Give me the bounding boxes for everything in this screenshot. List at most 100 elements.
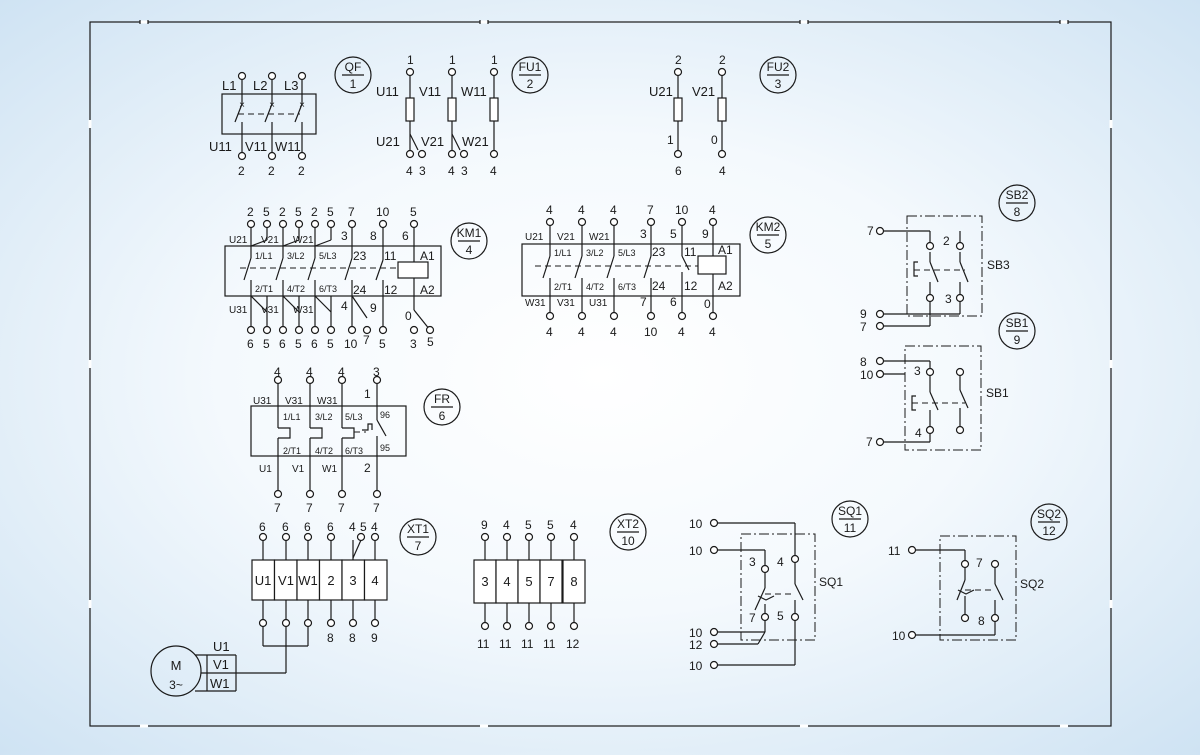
fu2-mid-pin: 0 — [711, 133, 718, 147]
sb1-label: SB1 — [986, 386, 1009, 400]
xt2-terminal-block: 9 4 5 5 4 3 4 5 7 8 11 11 11 11 12 XT2 1… — [473, 513, 647, 651]
motor-wire-u1: U1 — [213, 639, 230, 654]
xt2-pin: 4 — [503, 518, 510, 532]
qf-tag-num: 1 — [350, 77, 357, 91]
fr-wire: U31 — [253, 396, 272, 407]
km2-aux-term: 6 — [670, 295, 677, 309]
xt1-cell: U1 — [255, 573, 272, 588]
km2-contactor: 4 4 4 7 10 4 U21 V21 W21 1/L1 3/L2 5/L3 … — [521, 203, 787, 339]
fr-wire: V31 — [285, 396, 303, 407]
fr-pin: 7 — [274, 501, 281, 515]
fu1-top-u11: U11 — [376, 84, 399, 99]
fr-pin: 7 — [306, 501, 313, 515]
km1-pin: 2 — [311, 205, 318, 219]
fr-wire: W31 — [317, 396, 338, 407]
sb1-pin: 3 — [914, 364, 921, 378]
sb2-tag-num: 8 — [1014, 205, 1021, 219]
xt1-pin: 5 — [360, 520, 367, 534]
fu1-bottom-w21: W21 — [462, 134, 489, 149]
km2-wire: V31 — [557, 298, 575, 309]
qf-pin: 2 — [238, 164, 245, 178]
km2-pin: 10 — [675, 203, 689, 217]
km2-main-term: 6/T3 — [618, 282, 636, 292]
qf-pin: 2 — [298, 164, 305, 178]
km2-tag: KM2 5 — [749, 216, 787, 254]
km2-wire: W21 — [589, 232, 610, 243]
km1-aux-term: 0 — [405, 309, 412, 323]
km2-main-term: 5/L3 — [618, 248, 636, 258]
xt1-terminal-block: 6 6 6 6 4 5 4 U1 V1 W1 2 3 4 8 8 9 XT1 7 — [236, 518, 437, 674]
km2-pin: 4 — [610, 325, 617, 339]
xt2-pin: 11 — [477, 637, 490, 651]
xt2-tag-label: XT2 — [617, 517, 639, 531]
km1-wire: W21 — [293, 235, 314, 246]
fu1-top-w11: W11 — [461, 84, 487, 99]
km1-aux-term: 9 — [370, 301, 377, 315]
km2-aux-term: A2 — [718, 279, 733, 293]
fr-pin: 7 — [338, 501, 345, 515]
km1-aux-term: 11 — [384, 249, 397, 263]
km1-pin: 5 — [263, 205, 270, 219]
sb2-tag-label: SB2 — [1006, 188, 1029, 202]
sb1-tag-label: SB1 — [1006, 316, 1029, 330]
sq2-tag: SQ2 12 — [1030, 503, 1068, 541]
fu1-bottom-v21: V21 — [421, 134, 444, 149]
xt1-pin: 9 — [371, 631, 378, 645]
km2-aux-term: 7 — [640, 295, 647, 309]
fr-tag: FR 6 — [423, 388, 461, 426]
sb2-pin: 3 — [945, 292, 952, 306]
km1-aux-term: 24 — [353, 283, 367, 297]
fr-pin: 4 — [338, 365, 345, 379]
fr-aux-term: 2 — [364, 461, 371, 475]
fu1-tag-num: 2 — [527, 77, 534, 91]
xt2-pin: 12 — [566, 637, 580, 651]
fu2-mid-pin: 1 — [667, 133, 674, 147]
sq1-pin: 3 — [749, 555, 756, 569]
fu2-tag: FU2 3 — [759, 56, 797, 94]
xt2-pin: 4 — [570, 518, 577, 532]
km1-wire: U31 — [229, 305, 248, 316]
fu1-pin: 1 — [407, 53, 414, 67]
fr-main-term: 4/T2 — [315, 446, 333, 456]
km1-main-term: 6/T3 — [319, 284, 337, 294]
sq2-label: SQ2 — [1020, 577, 1044, 591]
km2-aux-term: 5 — [670, 227, 677, 241]
sb1-pin: 4 — [915, 426, 922, 440]
fr-wire: U1 — [259, 464, 272, 475]
km2-aux-term: A1 — [718, 243, 733, 257]
km1-aux-term: 23 — [353, 249, 367, 263]
fu1-pin: 3 — [461, 164, 468, 178]
fr-pin: 7 — [373, 501, 380, 515]
svg-text:×: × — [269, 100, 275, 111]
fr-aux-term: 1 — [364, 387, 371, 401]
qf-top-l3: L3 — [284, 78, 298, 93]
fu2-tag-label: FU2 — [767, 60, 790, 74]
km1-wire: U21 — [229, 235, 248, 246]
km2-aux-term: 9 — [702, 227, 709, 241]
km1-pin: 5 — [263, 337, 270, 351]
km2-pin: 4 — [546, 325, 553, 339]
sq2-pin: 8 — [978, 614, 985, 628]
km1-pin: 5 — [327, 337, 334, 351]
fr-tag-num: 6 — [439, 409, 446, 423]
fu2-top-u21: U21 — [649, 84, 673, 99]
xt1-tag-num: 7 — [415, 539, 422, 553]
fr-pin: 3 — [373, 365, 380, 379]
fu2-pin: 2 — [675, 53, 682, 67]
sq1-tag: SQ1 11 — [831, 500, 869, 538]
fu1-pin: 4 — [448, 164, 455, 178]
km1-main-term: 3/L2 — [287, 251, 305, 261]
sq2-limit-switch: 11 7 8 10 SQ2 SQ2 12 — [888, 503, 1068, 643]
qf-bottom-u11: U11 — [209, 139, 232, 154]
motor-label: M — [171, 658, 182, 673]
sq1-pin: 10 — [689, 659, 703, 673]
km2-main-term: 2/T1 — [554, 282, 572, 292]
km2-wire: U31 — [589, 298, 608, 309]
sb3-label: SB3 — [987, 258, 1010, 272]
km2-wire: W31 — [525, 298, 546, 309]
fr-pin: 4 — [306, 365, 313, 379]
qf-top-l1: L1 — [222, 78, 236, 93]
sb1-pin: 10 — [860, 368, 874, 382]
xt2-pin: 9 — [481, 518, 488, 532]
